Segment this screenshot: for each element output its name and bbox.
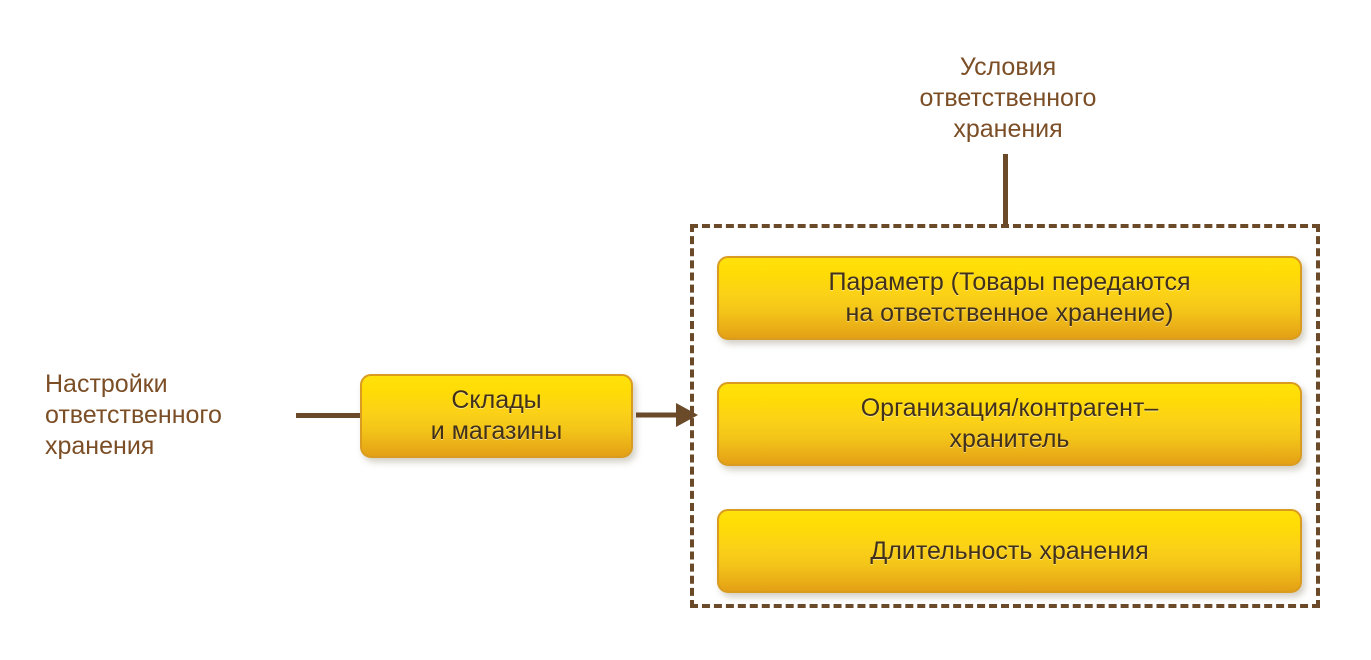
- source-label-settings: Настройки ответственного хранения: [45, 370, 222, 460]
- node-storage-duration[interactable]: Длительность хранения: [717, 509, 1302, 593]
- group-conditions-container: Параметр (Товары передаются на ответстве…: [690, 224, 1320, 608]
- node-warehouses-and-stores[interactable]: Склады и магазины: [360, 374, 633, 458]
- node-parameter-goods-transferred[interactable]: Параметр (Товары передаются на ответстве…: [717, 256, 1302, 340]
- node-organization-counterparty-keeper[interactable]: Организация/контрагент– хранитель: [717, 382, 1302, 466]
- arrow-warehouses-to-conditions-icon: [636, 403, 698, 427]
- group-title-conditions: Условия ответственного хранения: [919, 53, 1097, 143]
- connector-settings-to-warehouses: [296, 413, 362, 418]
- connector-title-to-group: [1003, 154, 1008, 226]
